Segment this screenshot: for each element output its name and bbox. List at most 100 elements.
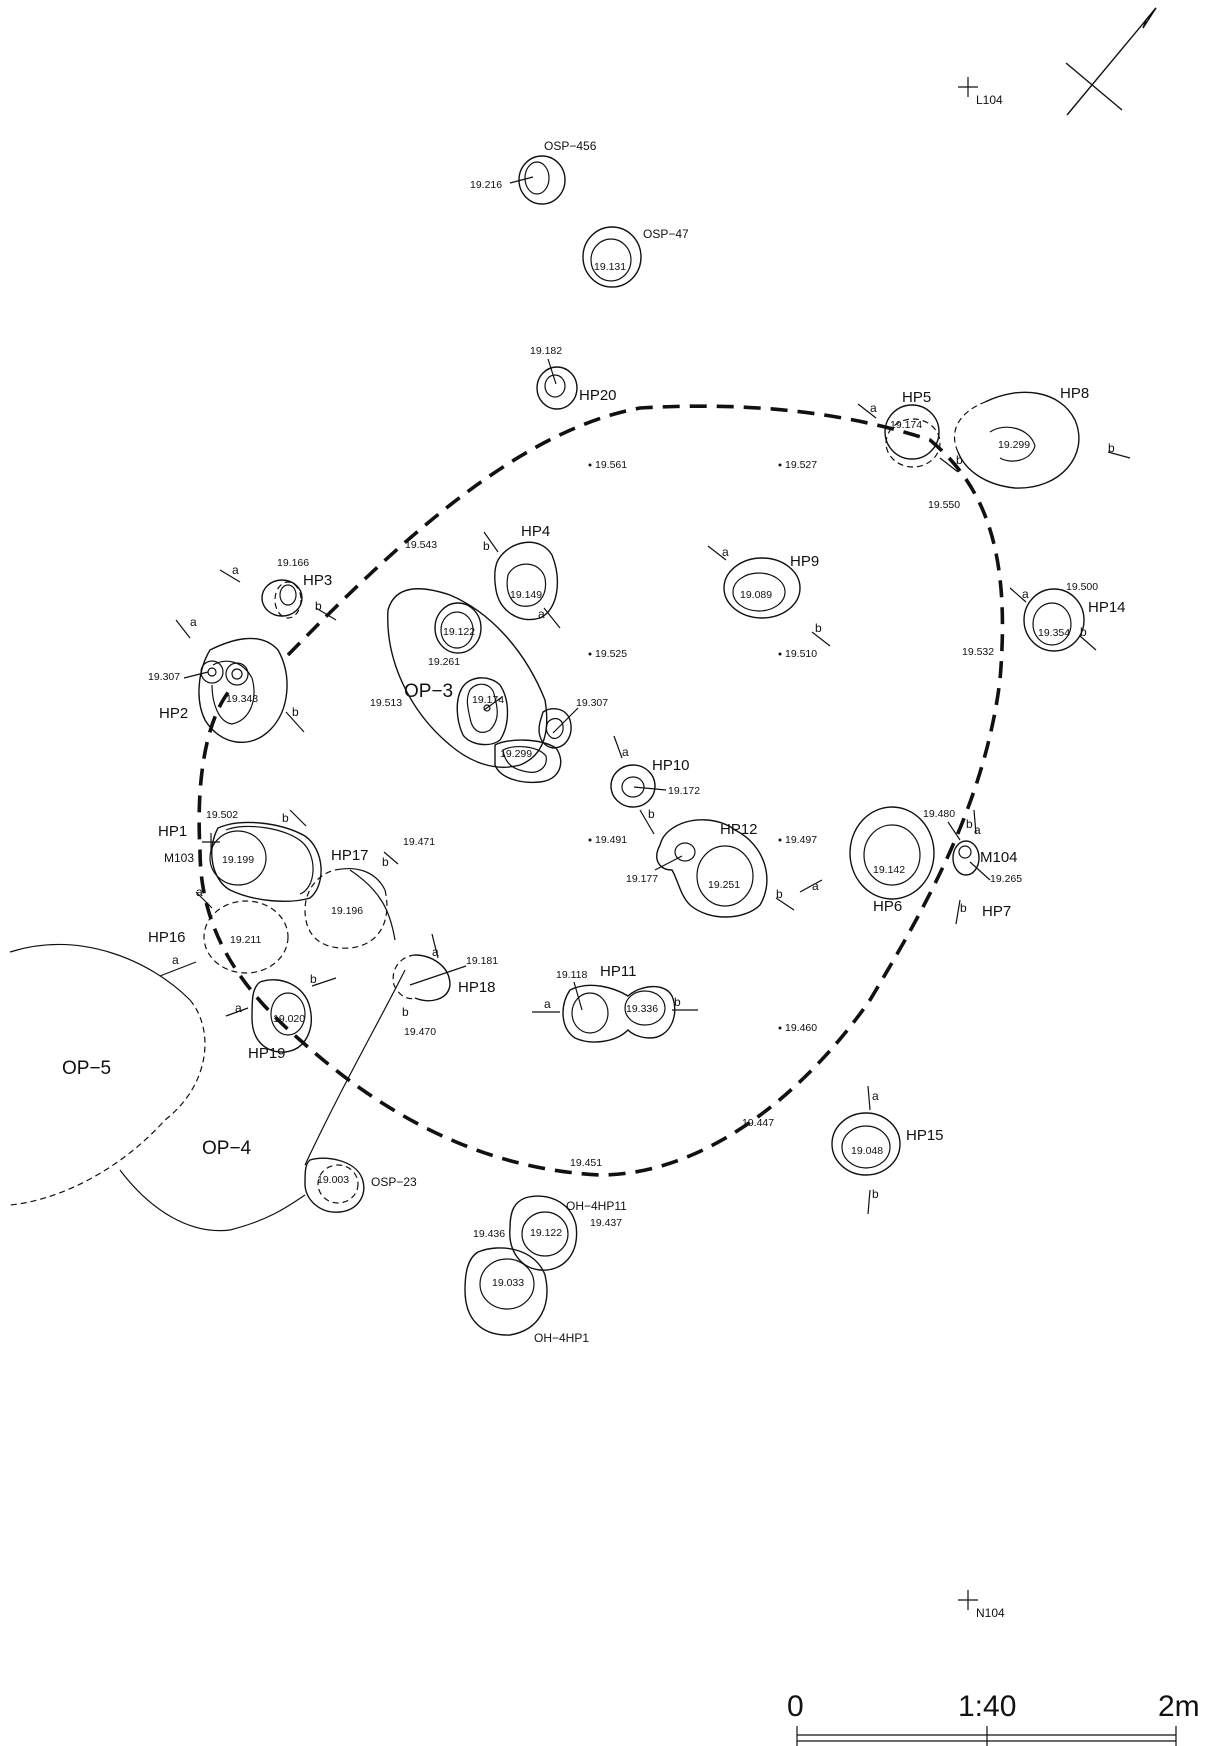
hp3: 19.166 HP3 a b xyxy=(219,557,337,621)
svg-text:19.172: 19.172 xyxy=(668,785,700,797)
svg-text:19.513: 19.513 xyxy=(370,697,402,709)
hp5: HP5 19.174 a b xyxy=(857,389,963,473)
svg-text:19.003: 19.003 xyxy=(317,1174,349,1186)
svg-text:19.174: 19.174 xyxy=(472,694,504,706)
svg-text:HP16: HP16 xyxy=(148,929,186,946)
svg-text:19.020: 19.020 xyxy=(273,1013,305,1025)
svg-text:L104: L104 xyxy=(976,93,1003,107)
hp15: HP15 19.048 a b xyxy=(831,1085,944,1215)
svg-text:19.307: 19.307 xyxy=(148,671,180,683)
hp1: 19.502 HP1 M103 19.199 b a xyxy=(158,809,322,909)
op5-outline xyxy=(9,944,191,1001)
svg-text:19.532: 19.532 xyxy=(962,646,994,658)
svg-text:a: a xyxy=(232,563,239,577)
svg-text:b: b xyxy=(1108,441,1115,455)
svg-text:19.502: 19.502 xyxy=(206,809,238,821)
svg-text:b: b xyxy=(483,539,490,553)
grid-point-N104: N104 xyxy=(958,1590,1005,1620)
svg-text:19.336: 19.336 xyxy=(626,1003,658,1015)
svg-text:HP12: HP12 xyxy=(720,821,758,838)
svg-text:HP7: HP7 xyxy=(982,903,1011,920)
svg-text:19.048: 19.048 xyxy=(851,1145,883,1157)
svg-text:19.527: 19.527 xyxy=(785,459,817,471)
svg-text:b: b xyxy=(966,817,973,831)
svg-text:19.343: 19.343 xyxy=(226,693,258,705)
hp10: HP10 19.172 a xyxy=(610,735,700,808)
hp9: HP9 19.089 a b xyxy=(707,545,831,647)
svg-text:a: a xyxy=(722,545,729,559)
svg-text:a: a xyxy=(812,879,819,893)
svg-text:b: b xyxy=(815,621,822,635)
svg-text:a: a xyxy=(870,401,877,415)
hp14: 19.500 HP14 19.354 a b xyxy=(1009,581,1126,652)
svg-text:b: b xyxy=(310,972,317,986)
svg-text:HP2: HP2 xyxy=(159,705,188,722)
svg-text:2m: 2m xyxy=(1158,1690,1200,1723)
svg-text:19.182: 19.182 xyxy=(530,345,562,357)
svg-text:19.149: 19.149 xyxy=(510,589,542,601)
svg-text:HP19: HP19 xyxy=(248,1045,286,1062)
svg-text:19.196: 19.196 xyxy=(331,905,363,917)
svg-text:a: a xyxy=(196,885,203,899)
hp16: HP16 19.211 a xyxy=(148,900,289,977)
svg-text:a: a xyxy=(235,1001,242,1015)
label-op4: OP−4 xyxy=(202,1138,252,1159)
svg-text:b: b xyxy=(648,807,655,821)
svg-text:b: b xyxy=(956,453,963,467)
svg-text:19.550: 19.550 xyxy=(928,499,960,511)
svg-text:19.166: 19.166 xyxy=(277,557,309,569)
svg-text:a: a xyxy=(622,745,629,759)
svg-text:M104: M104 xyxy=(980,849,1018,866)
svg-text:19.437: 19.437 xyxy=(590,1217,622,1229)
svg-text:19.543: 19.543 xyxy=(405,539,437,551)
svg-text:19.251: 19.251 xyxy=(708,879,740,891)
svg-text:19.491: 19.491 xyxy=(595,834,627,846)
north-arrow-icon xyxy=(1065,7,1157,116)
svg-text:OH−4HP1: OH−4HP1 xyxy=(534,1331,589,1345)
svg-text:b: b xyxy=(315,599,322,613)
oh4hp11: 19.122 OH−4HP11 19.437 19.436 xyxy=(473,1195,627,1271)
svg-text:19.471: 19.471 xyxy=(403,836,435,848)
svg-text:19.216: 19.216 xyxy=(470,179,502,191)
svg-text:HP4: HP4 xyxy=(521,523,550,540)
hp7: 19.480 M104 19.265 HP7 b a b xyxy=(923,808,1022,925)
svg-text:19.500: 19.500 xyxy=(1066,581,1098,593)
hp18: a b 19.181 HP18 xyxy=(392,933,498,1019)
svg-text:HP14: HP14 xyxy=(1088,599,1126,616)
svg-text:a: a xyxy=(1022,587,1029,601)
svg-text:19.561: 19.561 xyxy=(595,459,627,471)
svg-text:b: b xyxy=(872,1187,879,1201)
scale-bar: 0 1:40 2m xyxy=(787,1690,1200,1746)
svg-text:b: b xyxy=(1080,625,1087,639)
svg-text:b: b xyxy=(776,887,783,901)
op5-dashed xyxy=(9,999,206,1206)
svg-text:19.181: 19.181 xyxy=(466,955,498,967)
svg-text:N104: N104 xyxy=(976,1606,1005,1620)
svg-text:b: b xyxy=(674,995,681,1009)
svg-text:19.354: 19.354 xyxy=(1038,627,1070,639)
svg-text:19.089: 19.089 xyxy=(740,589,772,601)
oh4hp1: 19.033 OH−4HP1 xyxy=(464,1247,589,1345)
svg-text:a: a xyxy=(872,1089,879,1103)
svg-text:19.122: 19.122 xyxy=(443,626,475,638)
svg-text:19.497: 19.497 xyxy=(785,834,817,846)
osp456: OSP−456 19.216 xyxy=(470,139,597,205)
svg-text:19.525: 19.525 xyxy=(595,648,627,660)
osp23: 19.003 OSP−23 xyxy=(304,1157,417,1213)
svg-text:b: b xyxy=(282,811,289,825)
hp19: 19.020 HP19 a b 19.470 xyxy=(225,972,436,1062)
dwelling-outline xyxy=(197,404,1005,1177)
svg-text:19.142: 19.142 xyxy=(873,864,905,876)
hp12: HP12 19.177 19.251 b b a xyxy=(626,807,823,918)
svg-text:M103: M103 xyxy=(164,851,194,865)
hp8: HP8 19.299 b xyxy=(953,385,1131,489)
svg-text:19.436: 19.436 xyxy=(473,1228,505,1240)
svg-text:1:40: 1:40 xyxy=(958,1690,1016,1723)
hp4: HP4 19.149 b a xyxy=(483,523,561,629)
svg-text:19.299: 19.299 xyxy=(998,439,1030,451)
svg-text:HP8: HP8 xyxy=(1060,385,1089,402)
svg-text:a: a xyxy=(538,607,545,621)
label-op5: OP−5 xyxy=(62,1058,111,1079)
svg-text:OSP−456: OSP−456 xyxy=(544,139,597,153)
